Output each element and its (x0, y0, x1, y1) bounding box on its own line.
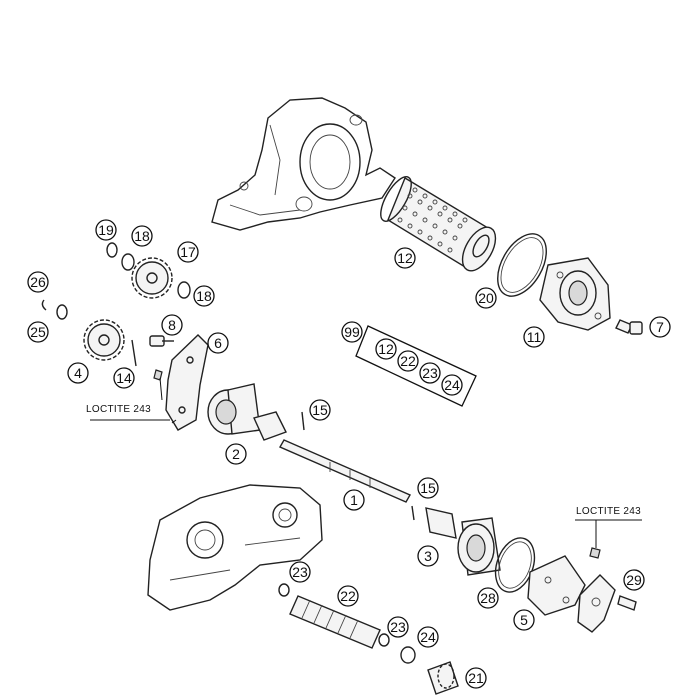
filter-cover (539, 257, 611, 331)
callout-1: 1 (343, 489, 365, 511)
bolt-7 (615, 319, 643, 335)
callout-20: 20 (475, 287, 497, 309)
pump-shaft-1 (279, 439, 411, 503)
callout-7: 7 (649, 316, 671, 338)
pump-cover-29 (577, 547, 637, 633)
callout-6: 6 (207, 332, 229, 354)
rotor-housing-3 (425, 507, 501, 576)
kit-item-23: 23 (419, 362, 441, 384)
svg-text:26: 26 (30, 274, 46, 290)
callout-8: 8 (161, 314, 183, 336)
callout-21: 21 (465, 667, 487, 689)
engine-housing-top (211, 97, 396, 231)
callout-2: 2 (225, 443, 247, 465)
svg-text:17: 17 (180, 244, 196, 260)
svg-text:7: 7 (656, 319, 664, 335)
callout-17: 17 (177, 241, 199, 263)
svg-text:15: 15 (312, 402, 328, 418)
loctite-note-left: LOCTITE 243 (86, 404, 151, 415)
svg-text:18: 18 (196, 288, 212, 304)
svg-text:28: 28 (480, 590, 496, 606)
callout-28: 28 (477, 587, 499, 609)
oil-filter (380, 176, 497, 272)
gear-21 (427, 661, 459, 695)
svg-text:6: 6 (214, 335, 222, 351)
callout-25: 25 (27, 321, 49, 343)
pin-14 (131, 339, 137, 367)
svg-text:12: 12 (378, 341, 394, 357)
callout-26: 26 (27, 271, 49, 293)
svg-text:3: 3 (424, 548, 432, 564)
kit-item-24: 24 (441, 374, 463, 396)
callout-11: 11 (523, 326, 545, 348)
svg-text:19: 19 (98, 222, 114, 238)
callout-3: 3 (417, 545, 439, 567)
pin-15-lower (411, 505, 415, 521)
svg-text:14: 14 (116, 370, 132, 386)
leader-lines (90, 377, 642, 548)
callout-24: 24 (417, 626, 439, 648)
callout-22: 22 (337, 585, 359, 607)
callout-14: 14 (113, 367, 135, 389)
callout-19: 19 (95, 219, 117, 241)
bolt-8 (149, 335, 174, 381)
washer-23a (278, 583, 290, 597)
callout-15-lower: 15 (417, 477, 439, 499)
loctite-note-right: LOCTITE 243 (576, 506, 641, 517)
gear-17 (131, 257, 173, 299)
rotor-housing-2 (207, 383, 287, 441)
callout-12: 12 (394, 247, 416, 269)
washer-18b (177, 281, 191, 299)
svg-text:99: 99 (344, 324, 360, 340)
balance-shaft-22 (289, 595, 381, 649)
o-ring-20 (497, 233, 547, 297)
washer-19 (106, 242, 118, 258)
engine-housing-bottom (147, 484, 323, 611)
gear-4 (83, 319, 125, 361)
pump-plate-6 (165, 334, 209, 431)
callout-18-lower: 18 (193, 285, 215, 307)
svg-text:2: 2 (232, 446, 240, 462)
svg-text:15: 15 (420, 480, 436, 496)
svg-text:11: 11 (527, 329, 542, 345)
washer-24 (400, 646, 416, 664)
callout-4: 4 (67, 362, 89, 384)
callout-23-upper: 23 (289, 561, 311, 583)
callout-23-lower: 23 (387, 616, 409, 638)
washer-25 (56, 304, 68, 320)
svg-text:29: 29 (626, 572, 642, 588)
svg-text:20: 20 (478, 290, 494, 306)
svg-text:8: 8 (168, 317, 176, 333)
washer-18a (121, 253, 135, 271)
svg-text:23: 23 (422, 365, 438, 381)
circlip-26 (41, 299, 47, 311)
washer-23b (378, 633, 390, 647)
svg-text:24: 24 (444, 377, 460, 393)
gasket-5 (527, 555, 586, 616)
callout-99: 99 (341, 321, 363, 343)
kit-item-12: 12 (375, 338, 397, 360)
svg-text:5: 5 (520, 612, 528, 628)
svg-text:24: 24 (420, 629, 436, 645)
svg-text:22: 22 (400, 353, 416, 369)
svg-text:23: 23 (390, 619, 406, 635)
svg-text:18: 18 (134, 228, 150, 244)
callout-29: 29 (623, 569, 645, 591)
svg-text:1: 1 (350, 492, 358, 508)
svg-text:12: 12 (397, 250, 413, 266)
callout-18-upper: 18 (131, 225, 153, 247)
svg-text:25: 25 (30, 324, 46, 340)
svg-text:4: 4 (74, 365, 82, 381)
callout-15-upper: 15 (309, 399, 331, 421)
svg-text:22: 22 (340, 588, 356, 604)
kit-item-22: 22 (397, 350, 419, 372)
svg-text:23: 23 (292, 564, 308, 580)
callout-5: 5 (513, 609, 535, 631)
svg-text:21: 21 (468, 670, 484, 686)
pin-15-upper (301, 411, 305, 431)
